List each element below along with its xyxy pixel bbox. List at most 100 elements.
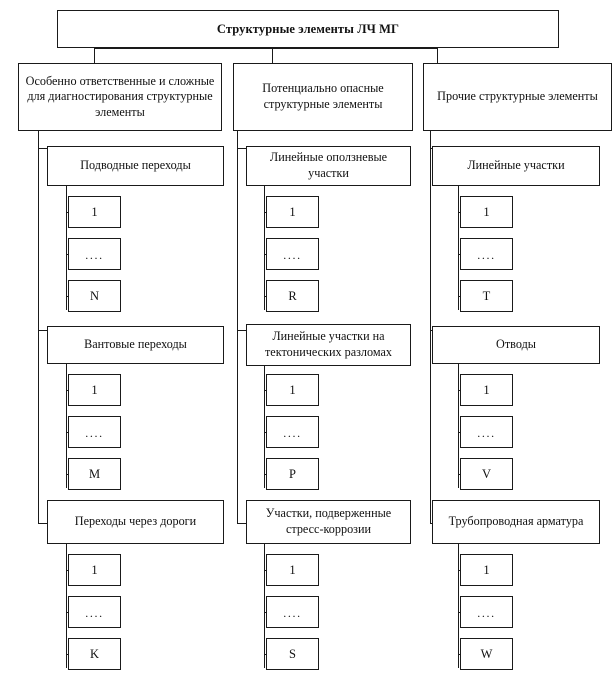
category-spine-col-1 bbox=[38, 131, 39, 523]
leaf-node-col-1-g1-l0: 1 bbox=[68, 374, 121, 406]
leaf-node-col-3-g1-l2: V bbox=[460, 458, 513, 490]
category-node-col-2: Потенциально опасные структурные элемент… bbox=[233, 63, 413, 131]
leaf-label-col-1-g0-l1: .... bbox=[85, 248, 104, 263]
leaf-node-col-2-g1-l1: .... bbox=[266, 416, 319, 448]
category-node-col-3: Прочие структурные элементы bbox=[423, 63, 612, 131]
leaf-label-col-2-g2-l2: S bbox=[289, 647, 296, 661]
group-label-linear-sections: Линейные участки bbox=[467, 158, 565, 173]
group-road-crossings: Переходы через дороги bbox=[47, 500, 224, 544]
leaf-spine-col-2-g0 bbox=[264, 186, 265, 310]
leaf-label-col-3-g1-l2: V bbox=[481, 467, 492, 481]
leaf-label-col-3-g2-l0: 1 bbox=[483, 563, 490, 577]
leaf-label-col-2-g0-l2: R bbox=[288, 289, 297, 303]
group-landslide: Линейные оползневые участки bbox=[246, 146, 411, 186]
leaf-label-col-2-g1-l0: 1 bbox=[289, 383, 296, 397]
leaf-node-col-3-g1-l0: 1 bbox=[460, 374, 513, 406]
category-spine-col-2 bbox=[237, 131, 238, 523]
leaf-node-col-2-g0-l1: .... bbox=[266, 238, 319, 270]
leaf-node-col-2-g0-l0: 1 bbox=[266, 196, 319, 228]
leaf-node-col-3-g1-l1: .... bbox=[460, 416, 513, 448]
leaf-label-col-2-g0-l1: .... bbox=[283, 248, 302, 263]
leaf-node-col-1-g2-l0: 1 bbox=[68, 554, 121, 586]
group-label-pipeline-fittings: Трубопроводная арматура bbox=[448, 514, 584, 529]
leaf-node-col-1-g0-l1: .... bbox=[68, 238, 121, 270]
leaf-node-col-2-g0-l2: R bbox=[266, 280, 319, 312]
leaf-label-col-1-g0-l0: 1 bbox=[91, 205, 98, 219]
leaf-node-col-1-g0-l0: 1 bbox=[68, 196, 121, 228]
leaf-label-col-3-g1-l1: .... bbox=[477, 426, 496, 441]
category-label-col-3: Прочие структурные элементы bbox=[437, 89, 598, 104]
leaf-spine-col-1-g0 bbox=[66, 186, 67, 310]
group-branches: Отводы bbox=[432, 326, 600, 364]
group-linear-sections: Линейные участки bbox=[432, 146, 600, 186]
leaf-node-col-3-g0-l2: T bbox=[460, 280, 513, 312]
leaf-node-col-1-g2-l1: .... bbox=[68, 596, 121, 628]
group-tick-col-1-g1 bbox=[38, 330, 48, 331]
leaf-spine-col-1-g2 bbox=[66, 544, 67, 668]
leaf-label-col-3-g0-l2: T bbox=[482, 289, 491, 303]
group-label-tectonic: Линейные участки на тектонических разлом… bbox=[264, 329, 393, 359]
group-tick-col-2-g1 bbox=[237, 330, 247, 331]
leaf-spine-col-2-g2 bbox=[264, 544, 265, 668]
leaf-label-col-2-g2-l0: 1 bbox=[289, 563, 296, 577]
leaf-node-col-2-g2-l0: 1 bbox=[266, 554, 319, 586]
group-tick-col-2-g0 bbox=[237, 148, 247, 149]
leaf-label-col-2-g0-l0: 1 bbox=[289, 205, 296, 219]
leaf-label-col-1-g1-l0: 1 bbox=[91, 383, 98, 397]
leaf-label-col-3-g2-l2: W bbox=[480, 647, 493, 661]
group-label-branches: Отводы bbox=[496, 337, 536, 352]
group-label-landslide: Линейные оползневые участки bbox=[269, 150, 388, 180]
leaf-node-col-3-g2-l2: W bbox=[460, 638, 513, 670]
group-pipeline-fittings: Трубопроводная арматура bbox=[432, 500, 600, 544]
leaf-node-col-1-g0-l2: N bbox=[68, 280, 121, 312]
leaf-spine-col-3-g2 bbox=[458, 544, 459, 668]
leaf-node-col-3-g2-l0: 1 bbox=[460, 554, 513, 586]
leaf-label-col-3-g0-l1: .... bbox=[477, 248, 496, 263]
leaf-label-col-2-g1-l1: .... bbox=[283, 426, 302, 441]
leaf-node-col-3-g0-l1: .... bbox=[460, 238, 513, 270]
group-underwater: Подводные переходы bbox=[47, 146, 224, 186]
category-node-col-1: Особенно ответственные и сложные для диа… bbox=[18, 63, 222, 131]
category-label-col-2: Потенциально опасные структурные элемент… bbox=[262, 81, 384, 111]
leaf-node-col-2-g2-l1: .... bbox=[266, 596, 319, 628]
root-drop-col-1 bbox=[94, 48, 95, 63]
group-tectonic: Линейные участки на тектонических разлом… bbox=[246, 324, 411, 366]
group-label-underwater: Подводные переходы bbox=[80, 158, 191, 173]
leaf-label-col-1-g2-l1: .... bbox=[85, 606, 104, 621]
leaf-node-col-2-g1-l2: P bbox=[266, 458, 319, 490]
leaf-node-col-1-g1-l2: M bbox=[68, 458, 121, 490]
leaf-node-col-3-g0-l0: 1 bbox=[460, 196, 513, 228]
root-connector-bus bbox=[94, 48, 438, 49]
leaf-spine-col-2-g1 bbox=[264, 366, 265, 488]
leaf-label-col-1-g2-l2: K bbox=[89, 647, 100, 661]
leaf-label-col-1-g1-l2: M bbox=[88, 467, 101, 481]
group-tick-col-1-g2 bbox=[38, 523, 48, 524]
leaf-label-col-2-g1-l2: P bbox=[289, 467, 296, 481]
group-stress-corrosion: Участки, подверженные стресс-коррозии bbox=[246, 500, 411, 544]
group-label-stress-corrosion: Участки, подверженные стресс-коррозии bbox=[265, 506, 392, 536]
category-spine-col-3 bbox=[430, 131, 431, 523]
group-label-road-crossings: Переходы через дороги bbox=[74, 514, 197, 529]
root-drop-col-3 bbox=[437, 48, 438, 63]
leaf-label-col-3-g1-l0: 1 bbox=[483, 383, 490, 397]
leaf-node-col-1-g2-l2: K bbox=[68, 638, 121, 670]
group-tick-col-1-g0 bbox=[38, 148, 48, 149]
leaf-node-col-1-g1-l1: .... bbox=[68, 416, 121, 448]
root-drop-col-2 bbox=[272, 48, 273, 63]
leaf-label-col-1-g2-l0: 1 bbox=[91, 563, 98, 577]
leaf-label-col-2-g2-l1: .... bbox=[283, 606, 302, 621]
leaf-node-col-2-g1-l0: 1 bbox=[266, 374, 319, 406]
category-label-col-1: Особенно ответственные и сложные для диа… bbox=[25, 73, 215, 119]
leaf-label-col-1-g0-l2: N bbox=[89, 289, 100, 303]
leaf-label-col-1-g1-l1: .... bbox=[85, 426, 104, 441]
group-label-cable-stayed: Вантовые переходы bbox=[84, 337, 187, 352]
leaf-spine-col-3-g0 bbox=[458, 186, 459, 310]
leaf-spine-col-1-g1 bbox=[66, 364, 67, 488]
root-node-structural-elements: Структурные элементы ЛЧ МГ bbox=[57, 10, 559, 48]
leaf-spine-col-3-g1 bbox=[458, 364, 459, 488]
leaf-label-col-3-g0-l0: 1 bbox=[483, 205, 490, 219]
root-node-label: Структурные элементы ЛЧ МГ bbox=[216, 22, 400, 36]
leaf-label-col-3-g2-l1: .... bbox=[477, 606, 496, 621]
leaf-node-col-3-g2-l1: .... bbox=[460, 596, 513, 628]
